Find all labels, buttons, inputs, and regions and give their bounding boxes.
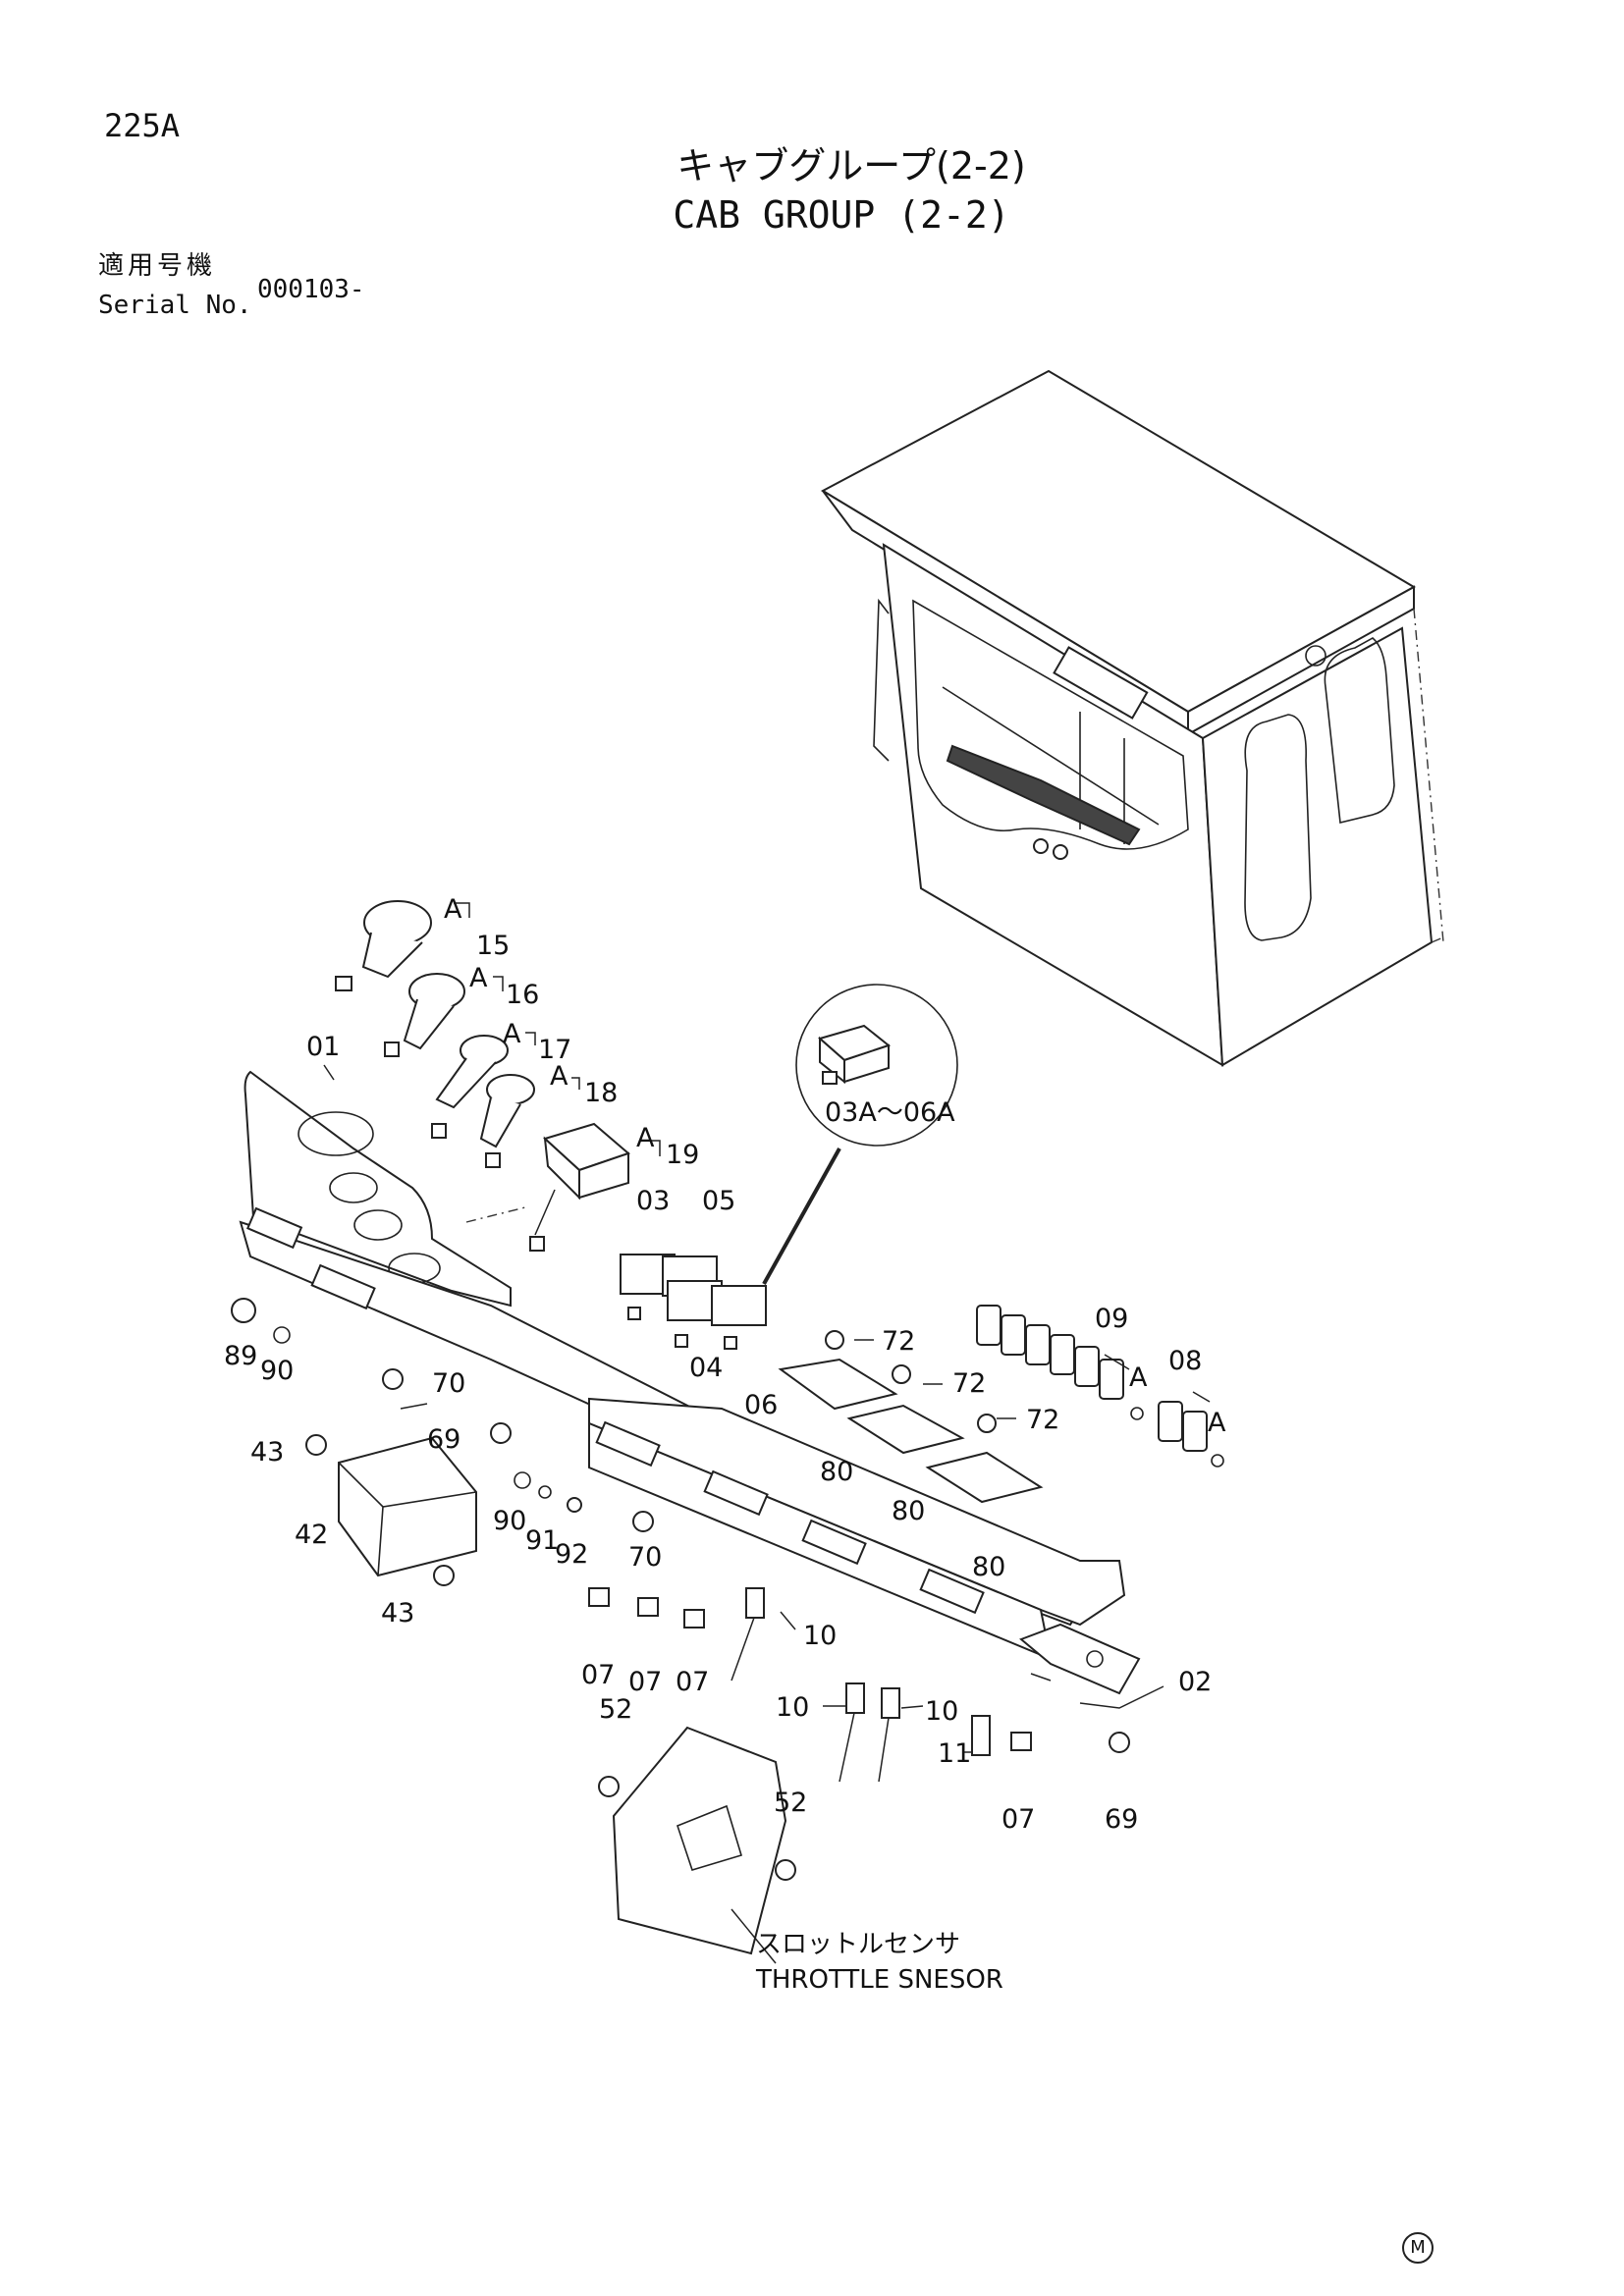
label-07-2: 07 [628, 1667, 662, 1697]
label-19: 19 [666, 1140, 699, 1170]
label-70-2: 70 [628, 1542, 662, 1573]
label-06: 06 [744, 1390, 778, 1420]
serial-label-japanese: 適用号機 [98, 251, 217, 281]
cab-overview-illustration [820, 369, 1444, 1067]
view-marker-09: A [1129, 1362, 1148, 1393]
label-80-2: 80 [892, 1496, 925, 1526]
label-80-1: 80 [820, 1457, 853, 1487]
page-number: 225A [104, 107, 181, 144]
label-52-1: 52 [599, 1694, 632, 1725]
label-07-4: 07 [1001, 1804, 1035, 1835]
page-title-japanese: キャブグループ(2-2) [677, 144, 1026, 187]
label-18: 18 [584, 1078, 618, 1108]
label-69-2: 69 [1105, 1804, 1138, 1835]
label-10-2: 10 [776, 1692, 809, 1723]
label-04: 04 [689, 1353, 723, 1383]
leader-lines [323, 902, 1211, 1753]
label-10-1: 10 [803, 1621, 837, 1651]
view-marker-18: A [550, 1061, 568, 1092]
switch-modules [620, 1254, 1224, 1504]
label-43-1: 43 [250, 1437, 284, 1468]
label-91: 91 [525, 1525, 559, 1556]
view-marker-16: A [469, 963, 488, 993]
label-02: 02 [1178, 1667, 1212, 1697]
label-72-1: 72 [882, 1326, 915, 1357]
serial-label: Serial No. [98, 291, 252, 320]
label-80-3: 80 [972, 1552, 1005, 1582]
label-09: 09 [1095, 1304, 1128, 1334]
label-17: 17 [538, 1035, 571, 1065]
label-72-2: 72 [952, 1368, 986, 1399]
label-70-1: 70 [432, 1368, 465, 1399]
view-marker-08: A [1208, 1408, 1226, 1438]
label-42: 42 [295, 1520, 328, 1550]
gauges-15-19 [335, 900, 630, 1252]
label-07-3: 07 [676, 1667, 709, 1697]
label-92: 92 [555, 1539, 588, 1570]
label-43-2: 43 [381, 1598, 414, 1629]
throttle-sensor-caption: THROTTLE SNESOR [756, 1965, 1003, 1995]
label-07-1: 07 [581, 1660, 615, 1690]
label-08: 08 [1168, 1346, 1202, 1376]
page-title: CAB GROUP (2-2) [673, 193, 1010, 237]
label-52-2: 52 [774, 1788, 807, 1818]
bracket-02 [245, 1206, 1141, 1695]
detail-callout-label: 03A～06A [825, 1097, 955, 1128]
label-16: 16 [506, 980, 539, 1010]
manufacturer-mark: M [1402, 2232, 1434, 2264]
view-marker-17: A [503, 1019, 521, 1049]
fasteners-and-sensors [231, 1298, 1130, 1964]
label-10-3: 10 [925, 1696, 958, 1727]
label-69-1: 69 [427, 1424, 460, 1455]
label-90-1: 90 [260, 1356, 294, 1386]
label-72-3: 72 [1026, 1405, 1059, 1435]
label-01: 01 [306, 1032, 340, 1062]
label-90-2: 90 [493, 1506, 526, 1536]
label-05: 05 [702, 1186, 735, 1216]
label-15: 15 [476, 931, 510, 961]
label-89: 89 [224, 1341, 257, 1371]
label-11: 11 [938, 1738, 971, 1769]
detail-callout-circle: 03A～06A [762, 984, 958, 1285]
part-number-labels: 15 16 17 18 19 01 03 05 04 06 72 72 72 0… [224, 931, 1212, 1835]
label-03: 03 [636, 1186, 670, 1216]
view-marker-15: A [444, 894, 462, 925]
view-markers: A A A A A A A [444, 894, 1226, 1438]
view-marker-19: A [636, 1123, 655, 1153]
serial-number: 000103- [257, 275, 365, 304]
throttle-sensor-caption-japanese: スロットルセンサ [756, 1930, 961, 1959]
